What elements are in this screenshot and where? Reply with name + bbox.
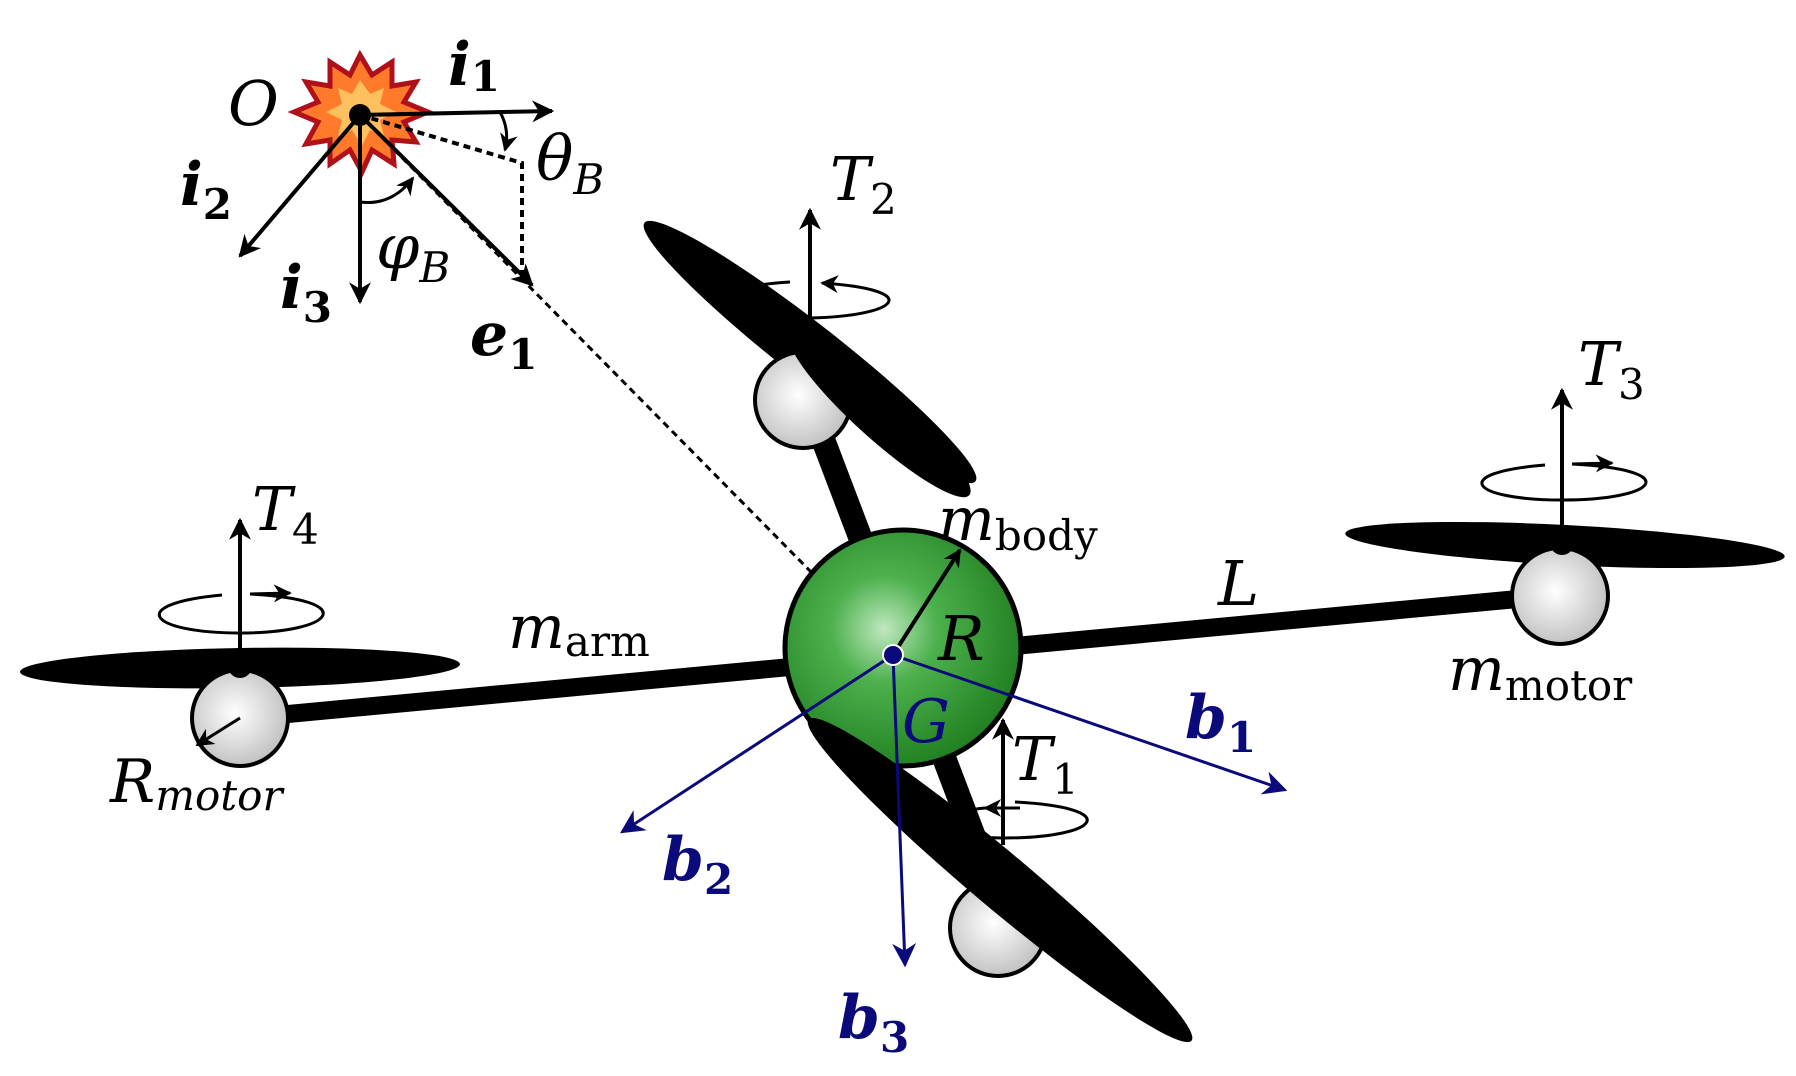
rotation-arrow bbox=[721, 275, 891, 320]
label-b3: b3 bbox=[838, 983, 909, 1062]
rotor-hub bbox=[988, 866, 1012, 890]
label-phi: φB bbox=[376, 210, 450, 292]
motor-radius-arrow bbox=[195, 716, 241, 747]
axis-e1 bbox=[358, 113, 534, 287]
rotor-T2 bbox=[643, 207, 977, 498]
label-m-body: mbody bbox=[938, 485, 1098, 560]
projection-dashed-line bbox=[359, 113, 524, 282]
rotor-T4 bbox=[20, 517, 460, 768]
label-e1: e1 bbox=[470, 300, 537, 379]
label-i1: i1 bbox=[448, 30, 500, 101]
body-sphere bbox=[782, 527, 1024, 769]
rotation-arrow bbox=[952, 800, 1089, 840]
rotor-hub bbox=[798, 340, 822, 364]
axis-i2 bbox=[238, 113, 362, 258]
theta-angle-arc bbox=[498, 111, 518, 152]
rotation-arrow bbox=[1480, 462, 1648, 502]
phi-angle-arc bbox=[359, 176, 415, 204]
label-i2: i2 bbox=[180, 150, 232, 229]
inertial-frame bbox=[238, 49, 555, 305]
label-T1: T1 bbox=[1012, 725, 1079, 804]
axis-b3 bbox=[891, 654, 917, 968]
motor-sphere bbox=[1510, 546, 1610, 646]
rotation-arrow-head bbox=[1571, 454, 1614, 473]
rotor-T3 bbox=[1345, 387, 1785, 646]
label-R: R bbox=[937, 602, 985, 675]
label-T4: T4 bbox=[252, 475, 319, 554]
rotor-hub bbox=[228, 654, 252, 678]
label-m-arm: marm bbox=[508, 593, 650, 666]
rotation-arrow-head bbox=[249, 584, 292, 603]
rotor-hub bbox=[1550, 531, 1574, 555]
body-frame bbox=[619, 644, 1288, 968]
label-b1: b1 bbox=[1185, 683, 1256, 762]
axis-i1 bbox=[359, 100, 555, 123]
label-origin: O bbox=[228, 67, 279, 140]
center-of-mass-dot bbox=[882, 644, 904, 666]
label-G: G bbox=[902, 687, 950, 757]
axis-b1 bbox=[892, 653, 1288, 795]
label-i3: i3 bbox=[280, 253, 332, 332]
label-m-motor: mmotor bbox=[1448, 635, 1633, 710]
label-T3: T3 bbox=[1578, 330, 1645, 409]
body-radius-arrow bbox=[891, 548, 962, 657]
axis-b2 bbox=[619, 653, 894, 834]
label-theta: θB bbox=[536, 122, 604, 204]
label-L: L bbox=[1217, 547, 1259, 620]
label-b2: b2 bbox=[662, 825, 733, 904]
rotation-arrow bbox=[157, 592, 325, 635]
label-T2: T2 bbox=[830, 145, 897, 224]
label-R-motor: Rmotor bbox=[109, 747, 285, 820]
propeller-blade bbox=[789, 332, 971, 498]
rotor-T1 bbox=[807, 717, 1193, 1043]
